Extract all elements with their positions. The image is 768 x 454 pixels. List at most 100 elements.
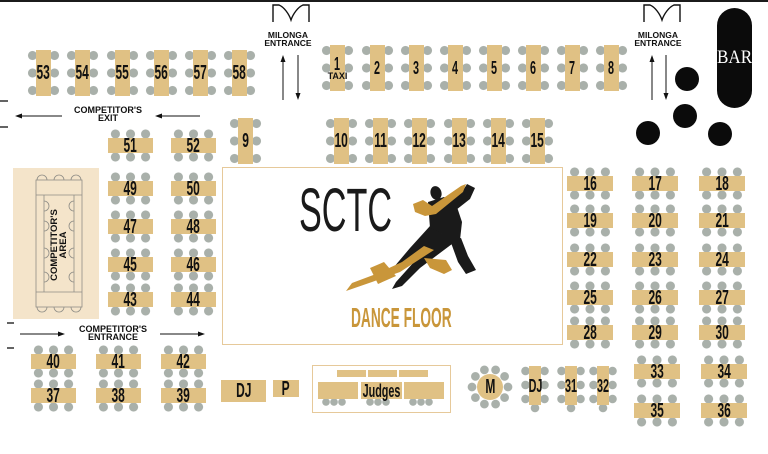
table-number: 52 [186, 134, 201, 157]
milonga-entrance-label-right: MILONGA ENTRANCE [623, 30, 693, 48]
table-7: 7 [556, 45, 589, 91]
table-top: 2 [370, 45, 385, 91]
table-top: 3 [409, 45, 424, 91]
table-10: 10 [325, 118, 358, 164]
table-top: 51 [108, 134, 153, 157]
arrow-down-icon [295, 55, 301, 100]
table-number: 34 [717, 360, 731, 383]
dj-table-right: DJ [520, 366, 550, 413]
table-top: 57 [193, 50, 208, 96]
table-number: 48 [186, 215, 201, 238]
table-number: 50 [186, 177, 201, 200]
table-number: 41 [111, 350, 126, 373]
table-number: 6 [530, 58, 537, 78]
table-number: 55 [115, 62, 130, 84]
table-top: 47 [108, 215, 153, 238]
table-number: 51 [123, 134, 138, 157]
dance-floor [222, 167, 563, 345]
table-top: 22 [567, 250, 613, 270]
table-number: 47 [123, 215, 138, 238]
p-label: P [281, 377, 291, 400]
area-line2: AREA [58, 231, 69, 259]
table-top: 29 [632, 323, 678, 343]
table-top: 6 [526, 45, 541, 91]
table-number: 39 [176, 384, 191, 407]
dj-booth-left: DJ [221, 380, 266, 402]
table-30: 30 [699, 316, 745, 349]
judges-table-center: Judges [361, 380, 402, 401]
judges-area [312, 365, 451, 413]
table-number: 28 [583, 321, 597, 344]
entrance-line2: ENTRANCE [87, 331, 138, 342]
m-table: M [467, 364, 513, 410]
judges-small-table [337, 370, 366, 377]
table-51: 51 [108, 129, 153, 162]
top-border [0, 0, 768, 2]
table-number: 16 [583, 172, 597, 195]
table-top: 19 [567, 211, 613, 231]
table-number: 53 [36, 62, 51, 84]
table-23: 23 [632, 243, 678, 276]
m-table-top: M [477, 374, 503, 400]
dance-floor-label: DANCE FLOOR [351, 302, 452, 333]
arrow-down-icon [663, 55, 669, 100]
table-number: 24 [715, 248, 729, 271]
table-number: 33 [650, 360, 664, 383]
entrance-line1: COMPETITOR'S [79, 324, 147, 334]
dj-label: DJ [235, 380, 252, 402]
table-top: 38 [96, 384, 141, 407]
bar-stool [675, 67, 699, 91]
m-label: M [484, 376, 495, 398]
table-top: 49 [108, 179, 153, 199]
table-number: 15 [530, 130, 545, 152]
table-number: 2 [374, 58, 381, 78]
table-number: 3 [413, 58, 420, 78]
table-number: 32 [596, 375, 610, 396]
table-12: 12 [403, 118, 436, 164]
competitors-area: COMPETITOR'S AREA [13, 168, 99, 319]
judges-label: Judges [362, 380, 401, 401]
table-top: 12 [412, 118, 427, 164]
table-31: 31 [556, 366, 586, 413]
table-40: 40 [31, 345, 76, 378]
table-top: 41 [96, 350, 141, 373]
entrance-line1: MILONGA [637, 30, 679, 40]
table-top: 58 [232, 50, 247, 96]
table-16: 16 [567, 167, 613, 200]
table-top: 56 [154, 50, 169, 96]
table-top: 20 [632, 211, 678, 231]
entrance-line2: ENTRANCE [264, 38, 312, 48]
table-54: 54 [66, 50, 99, 96]
table-45: 45 [108, 248, 153, 281]
taxi-label: TAXI [327, 71, 348, 81]
arrow-left-icon [15, 113, 62, 119]
table-3: 3 [400, 45, 433, 91]
table-top: 10 [334, 118, 349, 164]
table-number: 12 [412, 130, 427, 152]
table-47: 47 [108, 210, 153, 243]
table-number: 10 [334, 130, 349, 152]
table-top: 5 [487, 45, 502, 91]
table-top: 43 [108, 290, 153, 310]
table-46: 46 [171, 248, 216, 281]
table-number: 1 [334, 54, 341, 74]
table-top: 4 [448, 45, 463, 91]
table-number: 38 [111, 384, 126, 407]
table-43: 43 [108, 283, 153, 316]
dj-label: DJ [528, 375, 542, 396]
table-32: 32 [588, 366, 618, 413]
table-top: 53 [36, 50, 51, 96]
table-top: 33 [634, 360, 680, 383]
table-top: 39 [161, 384, 206, 407]
bar-stool [673, 104, 697, 128]
table-26: 26 [632, 281, 678, 314]
table-18: 18 [699, 167, 745, 200]
arrow-up-icon [280, 55, 286, 100]
table-top: 27 [699, 288, 745, 308]
milonga-entrance-label-left: MILONGA ENTRANCE [253, 31, 323, 48]
judges-small-table [399, 370, 428, 377]
table-17: 17 [632, 167, 678, 200]
bar-stool [636, 121, 660, 145]
table-top: 14 [491, 118, 506, 164]
competitors-area-label: COMPETITOR'S AREA [49, 209, 69, 281]
